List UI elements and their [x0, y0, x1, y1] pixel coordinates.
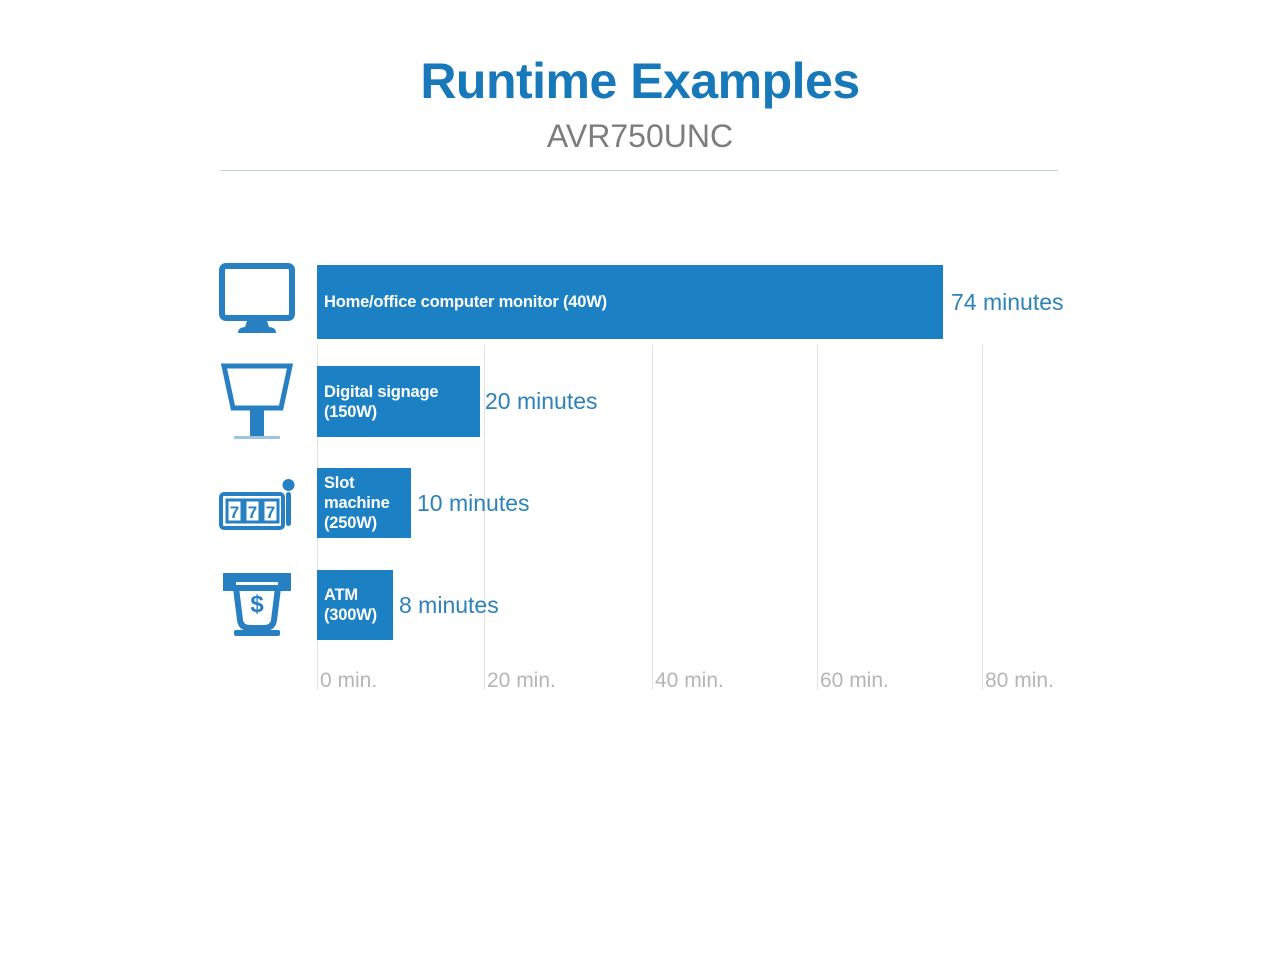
page-subtitle: AVR750UNC: [546, 118, 734, 154]
chart-row-slot-machine: 7 7 7 Slot machine (250W) 10 minutes: [0, 458, 1280, 553]
axis-tick-label-0: 0 min.: [320, 669, 378, 692]
bar-label-atm: ATM (300W): [324, 586, 377, 624]
svg-text:$: $: [250, 591, 264, 618]
bar-digital-signage: Digital signage (150W): [317, 366, 480, 437]
chart-header: Runtime Examples AVR750UNC: [0, 0, 1280, 180]
bar-monitor: Home/office computer monitor (40W): [317, 265, 943, 339]
page-title: Runtime Examples: [420, 53, 860, 109]
bar-value-atm: 8 minutes: [399, 592, 499, 618]
monitor-icon: [218, 263, 296, 340]
svg-text:7: 7: [248, 503, 257, 522]
bar-slot-machine: Slot machine (250W): [317, 468, 411, 538]
header-divider: [220, 170, 1058, 171]
atm-icon: $: [218, 568, 296, 643]
axis-tick-label-20: 20 min.: [487, 669, 556, 692]
bar-label-monitor: Home/office computer monitor (40W): [324, 293, 607, 311]
gridline-80: [982, 345, 983, 690]
gridline-60: [817, 345, 818, 690]
bar-label-digital-signage: Digital signage (150W): [324, 382, 439, 421]
axis-tick-label-60: 60 min.: [820, 669, 889, 692]
digital-signage-icon: [218, 360, 296, 447]
chart-row-atm: $ ATM (300W) 8 minutes: [0, 560, 1280, 655]
gridline-40: [652, 345, 653, 690]
bar-value-digital-signage: 20 minutes: [485, 388, 598, 414]
svg-text:7: 7: [266, 503, 275, 522]
chart-row-digital-signage: Digital signage (150W) 20 minutes: [0, 355, 1280, 450]
chart-row-monitor: Home/office computer monitor (40W) 74 mi…: [0, 255, 1280, 350]
svg-text:7: 7: [230, 503, 239, 522]
bar-atm: ATM (300W): [317, 570, 393, 640]
bar-value-monitor: 74 minutes: [951, 289, 1064, 315]
axis-tick-label-80: 80 min.: [985, 669, 1054, 692]
bar-label-slot-machine: Slot machine (250W): [324, 474, 390, 532]
gridline-20: [484, 345, 485, 690]
axis-tick-label-40: 40 min.: [655, 669, 724, 692]
slot-machine-icon: 7 7 7: [218, 476, 298, 543]
bar-value-slot-machine: 10 minutes: [417, 490, 530, 516]
